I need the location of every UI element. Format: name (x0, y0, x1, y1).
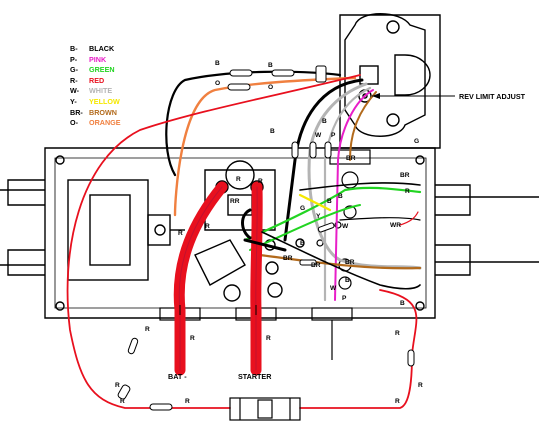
mid-ticks (179, 305, 257, 315)
legend-code: O- (70, 118, 78, 128)
wire-label-r: R (190, 335, 195, 342)
wire-label-b: B (215, 60, 220, 67)
wire-label-y: Y (316, 213, 321, 220)
rev-limit-adjust-label: REV LIMIT ADJUST (459, 92, 526, 101)
legend-name: WHITE (89, 86, 113, 96)
wire-label-r: R (185, 398, 190, 405)
legend-name: BLACK (89, 44, 115, 53)
legend-name: GREEN (89, 65, 115, 75)
legend-code: BR- (70, 107, 83, 117)
wire-label-rr: RR (230, 198, 240, 205)
wire-label-br: BR (311, 262, 321, 269)
legend-name: PINK (89, 54, 107, 64)
wire-label-r: R (395, 398, 400, 405)
ignition-coil (67, 179, 185, 281)
wire-label-br: BR (346, 155, 356, 162)
wire-label-b: B (300, 240, 305, 247)
wire-label-r: R (395, 330, 400, 337)
legend-row: Y- YELLOW (70, 97, 121, 108)
wire-label-r: R (236, 176, 241, 183)
legend-row: P- PINK (70, 55, 121, 66)
legend-row: B- BLACK (70, 44, 121, 55)
legend-name: ORANGE (89, 118, 121, 128)
wire-label-r: R (205, 223, 210, 230)
legend-code: W- (70, 86, 80, 96)
legend-code: B- (70, 44, 78, 53)
color-legend: B- BLACK P- PINK G- GREEN R- RED W- WHIT… (70, 44, 121, 129)
starter-relay (194, 160, 305, 302)
wire-label-r: R (115, 382, 120, 389)
wire-label-r: R (405, 188, 410, 195)
electrical-box (0, 147, 539, 319)
wire-label-b: B (338, 193, 343, 200)
wire-label-w: W (342, 223, 349, 230)
legend-row: BR- BROWN (70, 108, 121, 119)
legend-name: BROWN (89, 107, 117, 117)
bat-neg-label: BAT - (168, 372, 187, 381)
wire-label-p: P (331, 132, 336, 139)
wire-label-br: BR (400, 172, 410, 179)
wire-label-r: R (178, 230, 183, 237)
wire-label-b: B (270, 128, 275, 135)
wire-label-r: R (418, 382, 423, 389)
wire-label-r: R (258, 178, 263, 185)
legend-row: W- WHITE (70, 86, 121, 97)
wire-label-b: B (345, 277, 350, 284)
inline-fuse (229, 397, 301, 421)
wire-label-br: BR (283, 255, 293, 262)
wire-label-g: G (414, 138, 420, 145)
legend-name: RED (89, 75, 105, 85)
legend-row: O- ORANGE (70, 118, 121, 129)
legend-code: R- (70, 75, 78, 85)
connectors (117, 65, 415, 411)
wire-label-r: R (145, 326, 150, 333)
legend-row: R- RED (70, 76, 121, 87)
wire-label-w: W (330, 285, 337, 292)
wire-label-o: O (268, 84, 274, 91)
wire-label-br: BR (345, 259, 355, 266)
wire-label-wr: WR (390, 222, 401, 229)
wire-label-b: B (400, 300, 405, 307)
wire-label-g: G (300, 205, 306, 212)
wire-label-w: W (315, 132, 322, 139)
wire-label-o: O (215, 80, 221, 87)
legend-code: P- (70, 54, 78, 64)
wires (66, 70, 422, 409)
legend-code: Y- (70, 96, 77, 106)
legend-name: YELLOW (89, 96, 120, 106)
wire-label-r: R (266, 335, 271, 342)
wire-label-p: P (342, 295, 347, 302)
legend-row: G- GREEN (70, 65, 121, 76)
legend-code: G- (70, 65, 78, 75)
wire-label-b: B (268, 62, 273, 69)
starter-label: STARTER (238, 372, 272, 381)
wire-label-r: R (120, 398, 125, 405)
wire-label-b: B (327, 198, 332, 205)
wire-label-b: B (322, 118, 327, 125)
rev-limit-arrow (372, 93, 455, 99)
